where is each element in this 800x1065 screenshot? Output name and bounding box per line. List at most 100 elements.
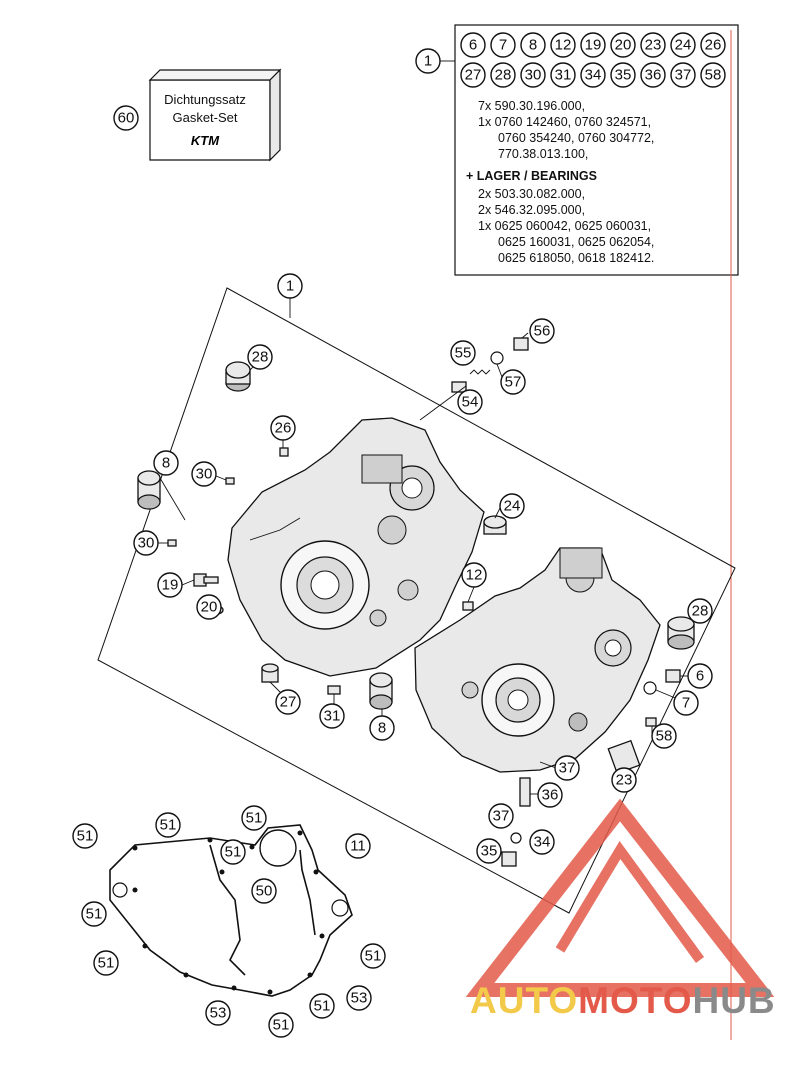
svg-text:8: 8 <box>378 720 386 737</box>
svg-text:19: 19 <box>585 37 602 54</box>
svg-text:12: 12 <box>555 37 572 54</box>
callout-26[interactable]: 26 <box>270 415 296 441</box>
svg-text:35: 35 <box>481 843 498 860</box>
callout-36[interactable]: 36 <box>537 782 563 808</box>
callout-53[interactable]: 53 <box>346 985 372 1011</box>
kit-part-26[interactable]: 26 <box>700 32 726 58</box>
svg-text:55: 55 <box>455 345 472 362</box>
callout-60[interactable]: 60 <box>113 105 139 131</box>
kit-part-35[interactable]: 35 <box>610 62 636 88</box>
kit-part-58[interactable]: 58 <box>700 62 726 88</box>
callout-24[interactable]: 24 <box>499 493 525 519</box>
callout-30[interactable]: 30 <box>191 461 217 487</box>
svg-text:23: 23 <box>645 37 662 54</box>
svg-text:27: 27 <box>280 694 297 711</box>
kit-part-27[interactable]: 27 <box>460 62 486 88</box>
callout-58[interactable]: 58 <box>651 723 677 749</box>
svg-text:28: 28 <box>495 67 512 84</box>
bearing-line: 0625 160031, 0625 062054, <box>498 235 654 249</box>
callout-51[interactable]: 51 <box>220 839 246 865</box>
callout-19[interactable]: 19 <box>157 572 183 598</box>
svg-text:6: 6 <box>469 37 477 54</box>
svg-text:51: 51 <box>98 955 115 972</box>
callout-55[interactable]: 55 <box>450 340 476 366</box>
callout-53[interactable]: 53 <box>205 1000 231 1026</box>
kit-line: 0760 354240, 0760 304772, <box>498 131 654 145</box>
callout-51[interactable]: 51 <box>309 993 335 1019</box>
svg-text:35: 35 <box>615 67 632 84</box>
callout-37[interactable]: 37 <box>488 803 514 829</box>
callout-12[interactable]: 12 <box>461 562 487 588</box>
svg-text:6: 6 <box>696 668 704 685</box>
kit-part-19[interactable]: 19 <box>580 32 606 58</box>
small-parts <box>137 337 695 867</box>
ktm-logo: KTM <box>191 133 220 148</box>
kit-part-23[interactable]: 23 <box>640 32 666 58</box>
callout-23[interactable]: 23 <box>611 767 637 793</box>
svg-text:26: 26 <box>705 37 722 54</box>
callout-6[interactable]: 6 <box>687 663 713 689</box>
callout-51[interactable]: 51 <box>72 823 98 849</box>
svg-text:24: 24 <box>504 498 521 515</box>
callout-56[interactable]: 56 <box>529 318 555 344</box>
kit-part-28[interactable]: 28 <box>490 62 516 88</box>
callout-50[interactable]: 50 <box>251 878 277 904</box>
callout-51[interactable]: 51 <box>360 943 386 969</box>
callout-27[interactable]: 27 <box>275 689 301 715</box>
kit-part-31[interactable]: 31 <box>550 62 576 88</box>
svg-text:7: 7 <box>499 37 507 54</box>
callout-1[interactable]: 1 <box>277 273 303 299</box>
callout-51[interactable]: 51 <box>155 812 181 838</box>
svg-text:34: 34 <box>585 67 602 84</box>
callout-51[interactable]: 51 <box>268 1012 294 1038</box>
callout-54[interactable]: 54 <box>457 389 483 415</box>
svg-text:11: 11 <box>350 838 366 855</box>
callout-8[interactable]: 8 <box>369 715 395 741</box>
callout-7[interactable]: 7 <box>673 690 699 716</box>
svg-text:31: 31 <box>324 708 341 725</box>
kit-part-24[interactable]: 24 <box>670 32 696 58</box>
callout-28[interactable]: 28 <box>687 598 713 624</box>
callout-11[interactable]: 11 <box>345 833 371 859</box>
callout-31[interactable]: 31 <box>319 703 345 729</box>
callout-37[interactable]: 37 <box>554 755 580 781</box>
kit-part-37[interactable]: 37 <box>670 62 696 88</box>
callout-51[interactable]: 51 <box>241 805 267 831</box>
svg-text:1: 1 <box>424 53 432 70</box>
watermark-part3: HUB <box>692 980 776 1021</box>
svg-text:30: 30 <box>138 535 155 552</box>
callout-34[interactable]: 34 <box>529 829 555 855</box>
callout-28[interactable]: 28 <box>247 344 273 370</box>
watermark-text: AUTOMOTOHUB <box>470 980 776 1022</box>
callout-20[interactable]: 20 <box>196 594 222 620</box>
kit-part-7[interactable]: 7 <box>490 32 516 58</box>
svg-text:19: 19 <box>162 577 179 594</box>
svg-text:12: 12 <box>466 567 483 584</box>
callout-30[interactable]: 30 <box>133 530 159 556</box>
kit-part-30[interactable]: 30 <box>520 62 546 88</box>
svg-text:51: 51 <box>77 828 94 845</box>
callout-1-kit[interactable]: 1 <box>415 48 441 74</box>
kit-part-8[interactable]: 8 <box>520 32 546 58</box>
callout-51[interactable]: 51 <box>81 901 107 927</box>
callout-51[interactable]: 51 <box>93 950 119 976</box>
watermark-part2: MOTO <box>578 980 693 1021</box>
svg-text:51: 51 <box>365 948 382 965</box>
watermark-part1: AUTO <box>470 980 579 1021</box>
callout-35[interactable]: 35 <box>476 838 502 864</box>
gasket-set-line1: Dichtungssatz <box>164 92 246 107</box>
watermark-logo <box>465 798 775 997</box>
svg-text:27: 27 <box>465 67 482 84</box>
kit-part-12[interactable]: 12 <box>550 32 576 58</box>
kit-part-36[interactable]: 36 <box>640 62 666 88</box>
callout-8[interactable]: 8 <box>153 450 179 476</box>
svg-text:28: 28 <box>692 603 709 620</box>
kit-part-6[interactable]: 6 <box>460 32 486 58</box>
kit-part-34[interactable]: 34 <box>580 62 606 88</box>
callout-57[interactable]: 57 <box>500 369 526 395</box>
svg-text:34: 34 <box>534 834 551 851</box>
svg-text:53: 53 <box>351 990 368 1007</box>
kit-line: 1x 0760 142460, 0760 324571, <box>478 115 651 129</box>
bearing-line: 0625 618050, 0618 182412. <box>498 251 654 265</box>
kit-part-20[interactable]: 20 <box>610 32 636 58</box>
